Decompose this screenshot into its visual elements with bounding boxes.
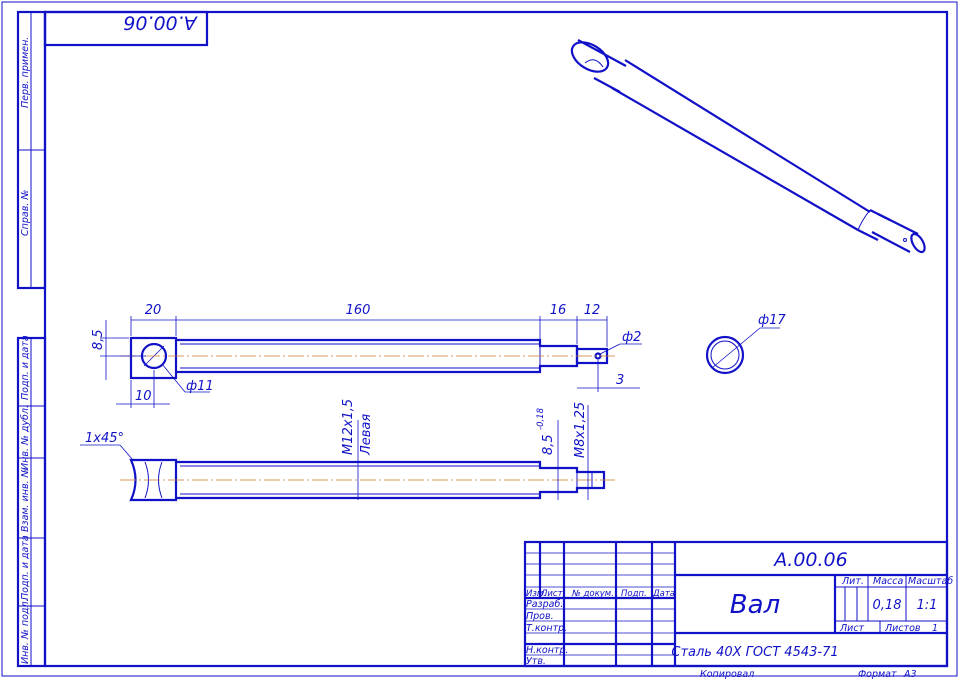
- dim-diam-17: ф17: [758, 313, 786, 328]
- row-label-tkontr: Т.контр.: [526, 623, 567, 634]
- dim-thread-m8: М8х1,25: [573, 402, 588, 458]
- col-header-izm: Изм.: [526, 589, 546, 599]
- side-label-6: Перв. примен.: [20, 37, 31, 108]
- mass-value: 0,18: [873, 598, 902, 613]
- format-value: А3: [903, 669, 917, 679]
- scale-value: 1:1: [917, 598, 938, 613]
- isometric-view: [570, 39, 926, 254]
- dim-chamfer: 1х45°: [85, 431, 124, 446]
- front-view: 20 160 16 12 8,5 10 ф11 ф2 3: [91, 303, 642, 408]
- section-view: ф17: [705, 313, 786, 375]
- row-label-razrab: Разраб.: [526, 599, 563, 610]
- dim-tolerance: -0,18: [536, 407, 546, 430]
- dim-160: 160: [346, 303, 371, 318]
- side-label-0: Инв. № подл.: [20, 598, 31, 664]
- title-block: Изм. Лист № докум. Подп. Дата Разраб. Пр…: [523, 540, 953, 668]
- row-label-prov: Пров.: [526, 611, 554, 622]
- row-label-utv: Утв.: [526, 656, 546, 667]
- side-label-5: Справ. №: [20, 190, 31, 236]
- part-name: Вал: [730, 590, 780, 620]
- side-stamp: Инв. № подл. Подп. и дата Взам. инв. № И…: [16, 10, 47, 668]
- dim-thread-m12: М12х1,5: [341, 399, 356, 455]
- dim-3: 3: [616, 373, 624, 388]
- side-view: 1х45° М12х1,5 Левая 8,5 -0,18 М8х1,25: [80, 399, 615, 502]
- side-label-1: Подп. и дата: [20, 535, 31, 600]
- dim-12: 12: [584, 303, 601, 318]
- dim-diam-2: ф2: [622, 330, 641, 345]
- col-header-doc: № докум.: [571, 589, 614, 599]
- sheets-value: 1: [932, 623, 938, 634]
- dim-16: 16: [550, 303, 567, 318]
- dim-diam-11: ф11: [186, 379, 214, 394]
- header-scale: Масштаб: [908, 576, 953, 587]
- dim-8-5: 8,5: [91, 329, 106, 350]
- designation: А.00.06: [772, 549, 847, 571]
- dim-8-5-tol: 8,5: [541, 434, 556, 455]
- col-header-date: Дата: [652, 589, 675, 599]
- top-designation-box: А.00.06: [43, 10, 209, 47]
- header-mass: Масса: [873, 576, 903, 587]
- side-label-2: Взам. инв. №: [20, 467, 31, 532]
- format-label: Формат: [858, 669, 897, 679]
- dim-20: 20: [145, 303, 162, 318]
- copied-label: Копировал: [700, 669, 754, 679]
- side-label-4: Подп. и дата: [20, 335, 31, 400]
- row-label-nkontr: Н.контр.: [526, 645, 569, 656]
- header-sheet: Лист: [839, 623, 865, 634]
- dim-10: 10: [135, 389, 152, 404]
- header-sheets: Листов: [884, 623, 921, 634]
- col-header-list: Лист: [540, 589, 564, 599]
- material: Сталь 40Х ГОСТ 4543-71: [671, 645, 838, 660]
- title-block-grid: [525, 542, 675, 666]
- side-label-3: Инв. № дубл.: [20, 405, 31, 470]
- rotated-designation: А.00.06: [123, 12, 198, 34]
- col-header-sign: Подп.: [621, 589, 647, 599]
- dim-thread-note: Левая: [359, 414, 374, 456]
- header-lit: Лит.: [841, 576, 864, 587]
